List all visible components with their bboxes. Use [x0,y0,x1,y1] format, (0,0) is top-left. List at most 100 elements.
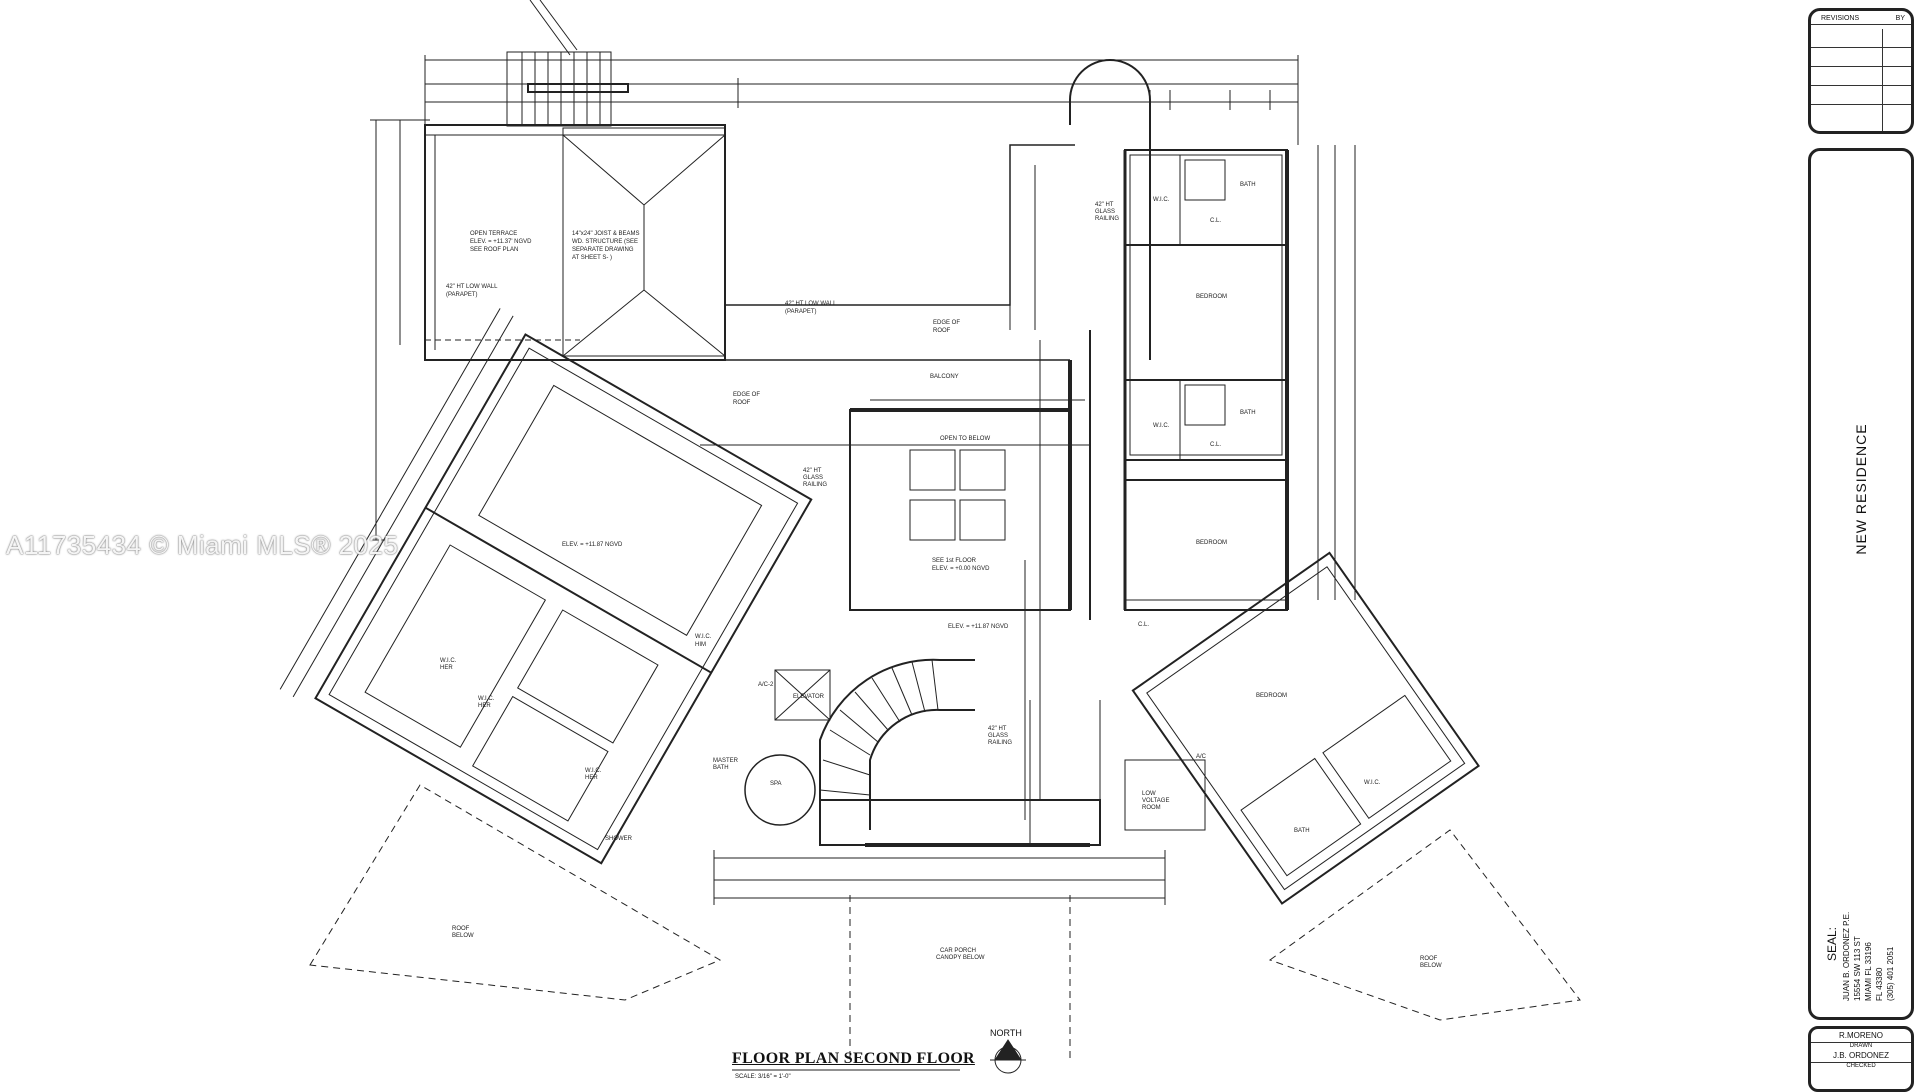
drawn-label: DRAWN [1849,1043,1873,1049]
right-bedroom-wing [1131,551,1480,905]
label-see-1st-floor: SEE 1st FLOOR [932,558,977,564]
label-joist2: WD. STRUCTURE (SEE [572,239,638,245]
label-open-terrace-elev: ELEV. = +11.37' NGVD [470,239,532,245]
label-glass-railing-1c: RAILING [1095,216,1119,222]
label-bedroom-1: BEDROOM [1196,294,1227,300]
watermark: A11735434 © Miami MLS® 2025 [6,530,399,560]
label-low-voltage2: VOLTAGE [1142,798,1169,804]
label-glass-railing-1: 42" HT [1095,202,1114,208]
checked-label: CHECKED [1846,1063,1876,1069]
label-open-to-below: OPEN TO BELOW [940,436,990,442]
north-arrow-icon [990,1039,1026,1074]
label-edge-of-roof-1b: ROOF [933,328,951,334]
label-spa: SPA [770,781,782,787]
plan-title: FLOOR PLAN SECOND FLOOR [732,1050,975,1067]
label-glass-railing-3: 42" HT [988,726,1007,732]
label-ac-1: A/C [1196,754,1207,760]
label-car-porch: CAR PORCH [940,948,976,954]
engineer-license: FL 43380 [1875,967,1884,1001]
label-bath-2: BATH [1240,410,1256,416]
low-voltage-room [1124,759,1206,831]
label-wic-her-1: W.I.C. [440,658,457,664]
plan-scale: SCALE: 3/16" = 1'-0" [735,1074,791,1080]
label-wic-her-1b: HER [440,665,453,671]
label-bath-3: BATH [1294,828,1310,834]
north-label: NORTH [990,1028,1022,1038]
engineer-info: JUAN B. ORDONEZ P.E. 15554 SW 113 ST MIA… [1841,912,1896,1001]
label-roof-below-1: ROOF [452,926,470,932]
label-glass-railing-2b: GLASS [803,475,823,481]
elevator [774,669,831,721]
label-wic-2: W.I.C. [1153,423,1170,429]
label-wic-him2: HIM [695,642,706,648]
engineer-city: MIAMI FL 33196 [1864,942,1873,1001]
revisions-box: REVISIONS BY [1808,8,1914,134]
label-bedroom-3: BEDROOM [1256,693,1287,699]
label-master-bath: MASTER [713,758,739,764]
label-wic-her-2: W.I.C. [478,696,495,702]
label-glass-railing-3b: GLASS [988,733,1008,739]
label-glass-railing-2c: RAILING [803,482,827,488]
label-roof-below-2b: BELOW [1420,963,1442,969]
label-shower: SHOWER [605,836,633,842]
label-open-terrace: OPEN TERRACE [470,231,517,237]
label-parapet-2: (PARAPET) [785,309,817,315]
checked-by: J.B. ORDONEZ [1811,1049,1911,1063]
label-low-wall-1: 42" HT LOW WALL [446,284,498,290]
label-cl-2: C.L. [1210,442,1221,448]
label-bath-1: BATH [1240,182,1256,188]
label-wic-her-3: W.I.C. [585,768,602,774]
label-roof-below-1b: BELOW [452,933,474,939]
label-joist4: AT SHEET S- ) [572,255,612,261]
spa-tub [744,754,816,826]
project-name: NEW RESIDENCE [1853,423,1869,555]
drawn-by: R.MORENO [1811,1029,1911,1043]
roof-edge [724,59,1151,361]
label-glass-railing-3c: RAILING [988,740,1012,746]
label-edge-of-roof-1: EDGE OF [933,320,960,326]
engineer-address: 15554 SW 113 ST [1853,936,1862,1001]
roof-below-areas [309,784,1581,1060]
label-low-wall-2: 42" HT LOW WALL [785,301,837,307]
label-parapet-1: (PARAPET) [446,292,478,298]
label-cl-3: C.L. [1138,622,1149,628]
label-low-voltage: LOW [1142,791,1156,797]
label-joist3: SEPARATE DRAWING [572,247,634,253]
by-label: BY [1895,15,1905,22]
label-glass-railing-2: 42" HT [803,468,822,474]
label-wic-her-2b: HER [478,703,491,709]
label-balcony: BALCONY [930,374,959,380]
label-elev-1187-a: ELEV. = +11.87 NGVD [562,542,623,548]
label-elev-1187-b: ELEV. = +11.87 NGVD [948,624,1009,630]
label-wic-3: W.I.C. [1364,780,1381,786]
label-joist: 14"x24" JOIST & BEAMS [572,231,640,237]
spiral-stair [819,658,975,830]
revisions-label: REVISIONS [1821,15,1860,22]
label-glass-railing-1b: GLASS [1095,209,1115,215]
bottom-balcony [819,700,1101,847]
label-edge-of-roof-2b: ROOF [733,400,751,406]
label-bedroom-2: BEDROOM [1196,540,1227,546]
project-box: NEW RESIDENCE SEAL: JUAN B. ORDONEZ P.E.… [1808,148,1914,1020]
open-to-below [849,330,1091,620]
label-roof-below-2: ROOF [1420,956,1438,962]
engineer-name: JUAN B. ORDONEZ P.E. [1842,911,1851,1001]
label-elevator: ELEVATOR [793,694,825,700]
label-ac-2: A/C-2 [758,682,774,688]
label-edge-of-roof-2: EDGE OF [733,392,760,398]
engineer-phone: (305) 401 2051 [1886,946,1895,1001]
label-cl-1: C.L. [1210,218,1221,224]
label-elev-000: ELEV. = +0.00 NGVD [932,566,990,572]
right-wing [1123,149,1289,611]
drawn-box: R.MORENO DRAWN J.B. ORDONEZ CHECKED [1808,1026,1914,1092]
label-wic-him: W.I.C. [695,634,712,640]
label-car-porch2: CANOPY BELOW [936,955,985,961]
revisions-grid [1811,29,1911,131]
exterior-stair [506,0,629,127]
label-master-bath2: BATH [713,765,729,771]
label-low-voltage3: ROOM [1142,805,1161,811]
seal-label: SEAL: [1825,926,1839,961]
label-wic-1: W.I.C. [1153,197,1170,203]
master-suite [279,308,813,865]
